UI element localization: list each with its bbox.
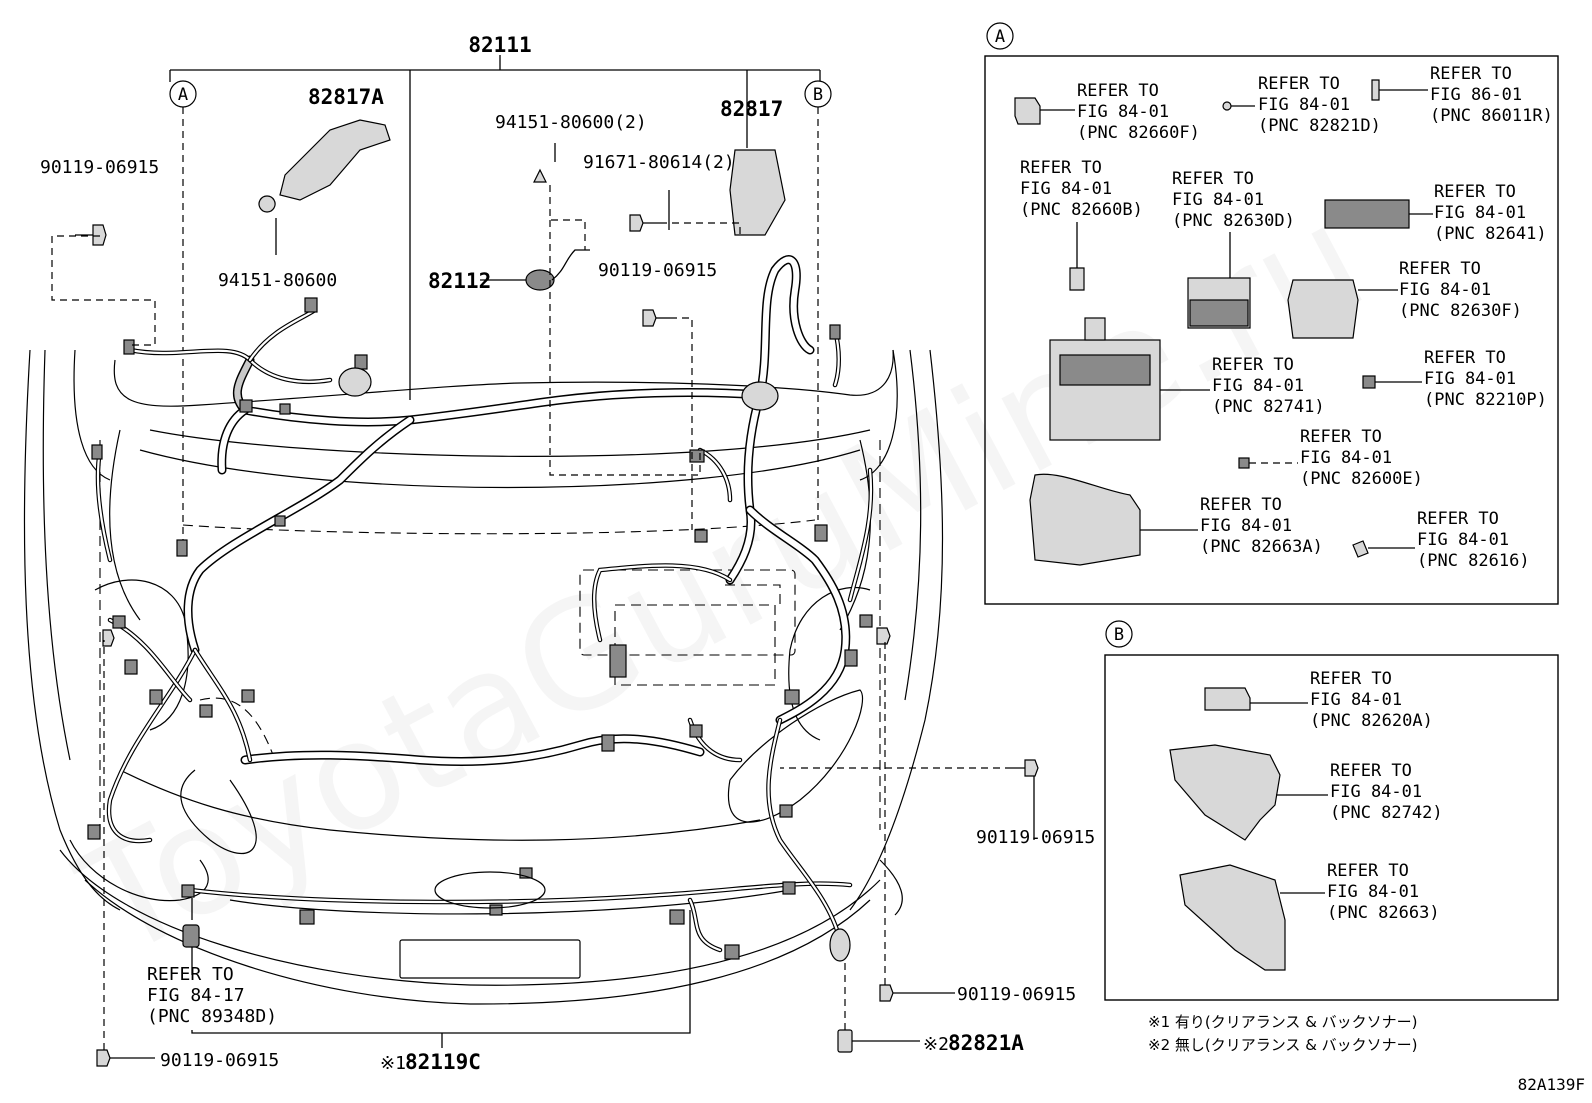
svg-text:REFER TO: REFER TO — [1212, 355, 1294, 375]
refer-front-line3: (PNC 89348D) — [147, 1006, 277, 1027]
svg-text:FIG 84-01: FIG 84-01 — [1330, 782, 1422, 802]
svg-text:(PNC 82630F): (PNC 82630F) — [1399, 301, 1522, 321]
harness-connectors — [87, 297, 873, 962]
callout-b-main: B — [804, 80, 832, 108]
svg-text:FIG 84-01: FIG 84-01 — [1417, 530, 1509, 550]
label-82111: 82111 — [468, 33, 531, 57]
svg-text:(PNC 82741): (PNC 82741) — [1212, 397, 1325, 417]
label-82119c: 82119C — [405, 1050, 481, 1074]
label-94151-80600: 94151-80600 — [218, 270, 337, 291]
refer-front-line1: REFER TO — [147, 964, 234, 985]
svg-text:REFER TO: REFER TO — [1200, 495, 1282, 515]
svg-text:(PNC 82620A): (PNC 82620A) — [1310, 711, 1433, 731]
label-94151-80600-2: 94151-80600(2) — [495, 112, 647, 133]
main-harness-bracket — [169, 55, 821, 400]
svg-text:FIG 84-01: FIG 84-01 — [1434, 203, 1526, 223]
svg-text:REFER TO: REFER TO — [1430, 64, 1512, 84]
svg-text:(PNC 82630D): (PNC 82630D) — [1172, 211, 1295, 231]
svg-text:A: A — [178, 85, 188, 105]
svg-text:REFER TO: REFER TO — [1327, 861, 1409, 881]
detail-box-a: A REFER TO FIG 84-01 (PNC 8266 — [984, 22, 1559, 605]
svg-text:FIG 84-01: FIG 84-01 — [1020, 179, 1112, 199]
svg-text:FIG 84-01: FIG 84-01 — [1424, 369, 1516, 389]
svg-text:REFER TO: REFER TO — [1399, 259, 1481, 279]
label-90119-bottom-right: 90119-06915 — [957, 984, 1076, 1005]
fasteners — [75, 168, 1039, 1067]
label-82119c-prefix: ※1 — [380, 1053, 406, 1074]
svg-text:(PNC 82660B): (PNC 82660B) — [1020, 200, 1143, 220]
svg-text:A: A — [995, 27, 1005, 47]
label-82817a: 82817A — [308, 85, 384, 109]
label-90119-bottom-left: 90119-06915 — [160, 1050, 279, 1071]
svg-text:(PNC 82616): (PNC 82616) — [1417, 551, 1530, 571]
svg-text:B: B — [813, 85, 823, 105]
label-82821a-prefix: ※2 — [923, 1034, 949, 1055]
svg-text:FIG 84-01: FIG 84-01 — [1200, 516, 1292, 536]
svg-text:(PNC 82600E): (PNC 82600E) — [1300, 469, 1423, 489]
svg-text:FIG 84-01: FIG 84-01 — [1258, 95, 1350, 115]
callout-a-main: A — [169, 80, 197, 108]
svg-text:(PNC 82210P): (PNC 82210P) — [1424, 390, 1547, 410]
svg-text:(PNC 82663): (PNC 82663) — [1327, 903, 1440, 923]
svg-text:FIG 84-01: FIG 84-01 — [1327, 882, 1419, 902]
svg-text:REFER TO: REFER TO — [1310, 669, 1392, 689]
vehicle-body-outline — [23, 349, 944, 1005]
svg-text:REFER TO: REFER TO — [1300, 427, 1382, 447]
svg-text:FIG 84-01: FIG 84-01 — [1212, 376, 1304, 396]
svg-text:REFER TO: REFER TO — [1172, 169, 1254, 189]
svg-text:(PNC 86011R): (PNC 86011R) — [1430, 106, 1553, 126]
svg-text:REFER TO: REFER TO — [1020, 158, 1102, 178]
sub-harness-82112 — [525, 249, 590, 291]
bracket-82817a — [279, 119, 391, 201]
svg-text:(PNC 82742): (PNC 82742) — [1330, 803, 1443, 823]
svg-text:(PNC 82663A): (PNC 82663A) — [1200, 537, 1323, 557]
label-82817: 82817 — [720, 97, 783, 121]
svg-text:REFER TO: REFER TO — [1258, 74, 1340, 94]
svg-text:REFER TO: REFER TO — [1077, 81, 1159, 101]
svg-text:(PNC 82660F): (PNC 82660F) — [1077, 123, 1200, 143]
leader-lines — [51, 143, 1035, 1059]
svg-text:REFER TO: REFER TO — [1434, 182, 1516, 202]
svg-text:FIG 84-01: FIG 84-01 — [1399, 280, 1491, 300]
label-90119-center: 90119-06915 — [598, 260, 717, 281]
label-82821a: 82821A — [948, 1031, 1024, 1055]
label-90119-right: 90119-06915 — [976, 827, 1095, 848]
svg-text:B: B — [1114, 625, 1124, 645]
svg-text:FIG 84-01: FIG 84-01 — [1172, 190, 1264, 210]
refer-front-line2: FIG 84-17 — [147, 985, 245, 1006]
svg-text:(PNC 82641): (PNC 82641) — [1434, 224, 1547, 244]
svg-text:(PNC 82821D): (PNC 82821D) — [1258, 116, 1381, 136]
svg-text:FIG 84-01: FIG 84-01 — [1077, 102, 1169, 122]
main-labels: 82111 82817A 82817 94151-80600(2) 91671-… — [40, 33, 1095, 1074]
detail-box-b: B REFER TO FIG 84-01 (PNC 82620A) REFER … — [1104, 620, 1559, 1001]
bracket-82817 — [729, 149, 786, 236]
label-82112: 82112 — [428, 269, 491, 293]
label-91671-80614: 91671-80614(2) — [583, 152, 735, 173]
svg-text:REFER TO: REFER TO — [1330, 761, 1412, 781]
svg-text:REFER TO: REFER TO — [1424, 348, 1506, 368]
note-1: ※1 有り(クリアランス & バックソナー) — [1148, 1013, 1418, 1031]
svg-text:REFER TO: REFER TO — [1417, 509, 1499, 529]
svg-text:FIG 84-01: FIG 84-01 — [1300, 448, 1392, 468]
label-90119-top-left: 90119-06915 — [40, 157, 159, 178]
svg-text:FIG 86-01: FIG 86-01 — [1430, 85, 1522, 105]
note-2: ※2 無し(クリアランス & バックソナー) — [1148, 1036, 1418, 1054]
diagram-code: 82A139F — [1518, 1075, 1585, 1094]
svg-text:FIG 84-01: FIG 84-01 — [1310, 690, 1402, 710]
